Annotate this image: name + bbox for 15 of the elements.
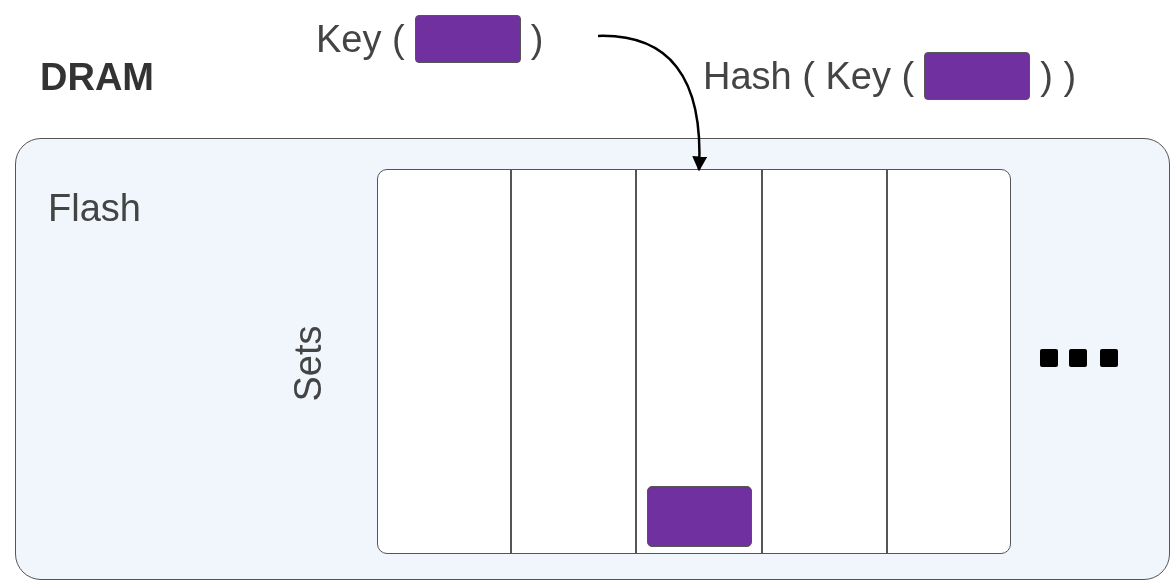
- axis-label: Sets: [286, 325, 330, 402]
- set-column: [511, 170, 636, 553]
- set-column: [636, 170, 762, 553]
- memory-label: DRAM: [40, 56, 154, 99]
- panel-title: Flash: [48, 187, 141, 230]
- flash-panel: [15, 138, 1170, 580]
- hash-text: Hash ( Key (: [703, 54, 915, 98]
- hash-text: ) ): [1040, 54, 1077, 98]
- key-text: ): [530, 17, 544, 61]
- sets-table: [377, 169, 1011, 554]
- set-column: [762, 170, 887, 553]
- key-block: [647, 486, 752, 547]
- arrow: [597, 34, 707, 172]
- key-text: Key (: [316, 17, 405, 61]
- key-block: [414, 15, 521, 63]
